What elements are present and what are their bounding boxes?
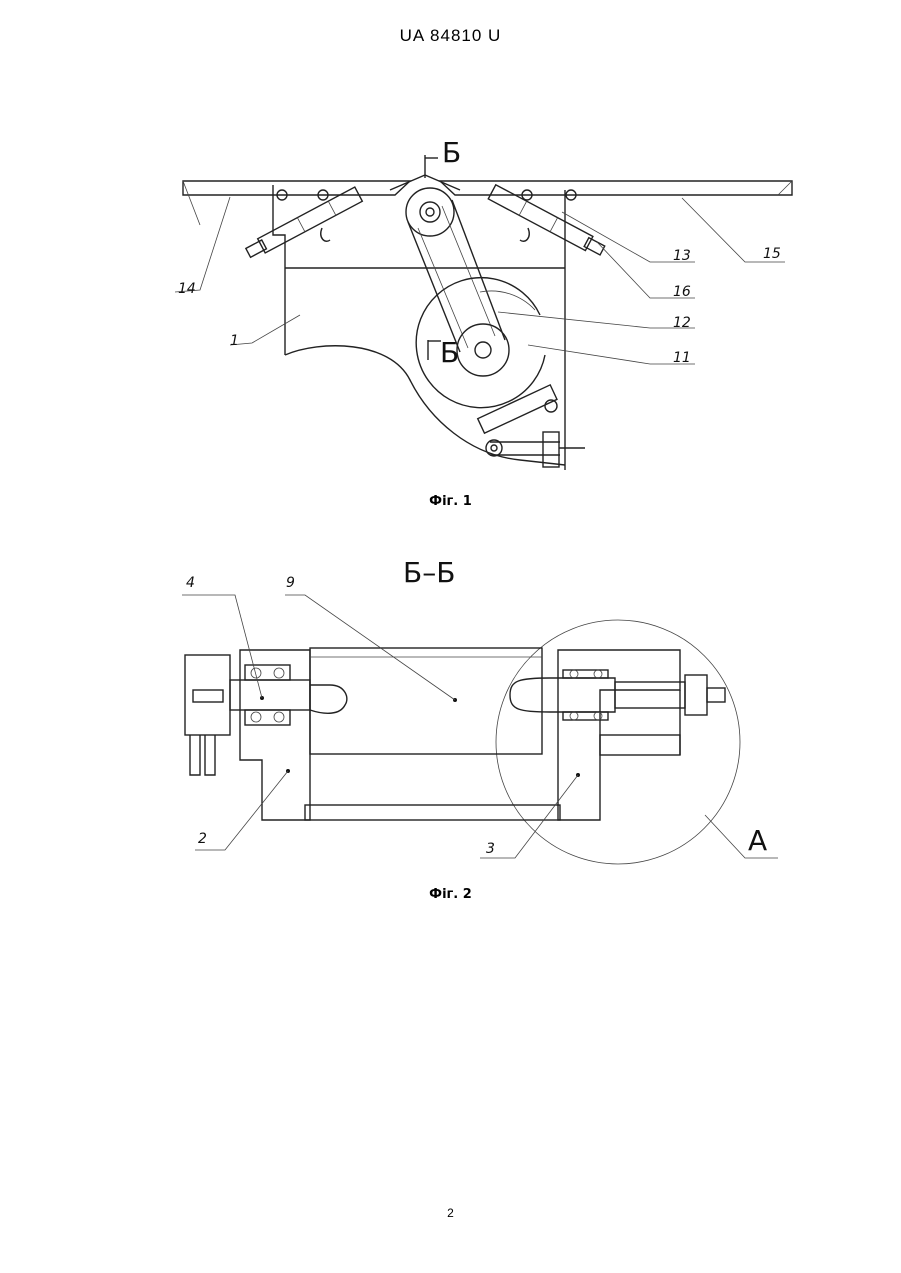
label-4: 4 <box>186 575 195 591</box>
label-3: 3 <box>486 841 495 857</box>
label-15: 15 <box>763 246 781 262</box>
page-number: 2 <box>0 1206 901 1220</box>
figure-2-caption: Фіг. 2 <box>0 887 901 902</box>
figure-1-drawing: Б Б 14 1 15 13 16 12 11 <box>0 0 901 480</box>
section-mark-top: Б <box>442 136 461 169</box>
label-13: 13 <box>673 248 691 264</box>
section-mark-bottom: Б <box>440 336 459 369</box>
label-1: 1 <box>230 333 239 349</box>
label-11: 11 <box>673 350 691 366</box>
detail-label-a: A <box>748 824 767 857</box>
label-12: 12 <box>673 315 691 331</box>
label-2: 2 <box>198 831 207 847</box>
figure-2-drawing: Б–Б 4 9 2 3 A <box>0 560 901 880</box>
label-14: 14 <box>178 281 196 297</box>
section-title: Б–Б <box>403 560 455 589</box>
label-9: 9 <box>286 575 295 591</box>
label-16: 16 <box>673 284 691 300</box>
figure-1-caption: Фіг. 1 <box>0 494 901 509</box>
